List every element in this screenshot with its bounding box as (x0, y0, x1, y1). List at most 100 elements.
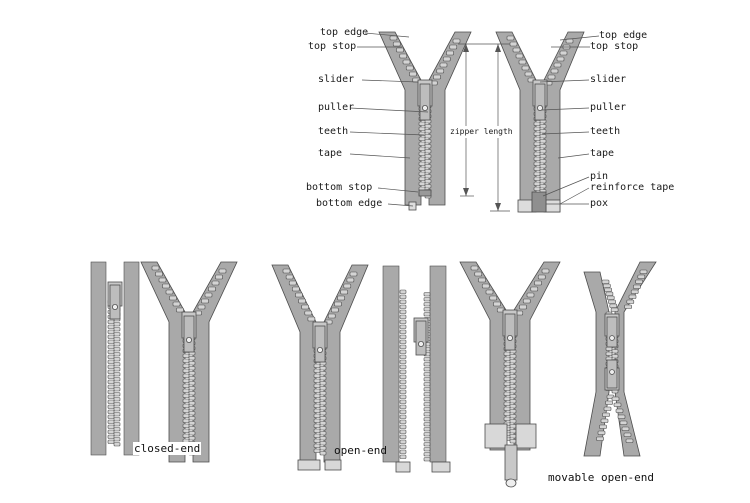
tooth (346, 277, 355, 283)
tooth (533, 166, 541, 171)
tooth (188, 406, 196, 411)
tooth (424, 129, 432, 134)
tooth (418, 151, 426, 156)
leader-line-right (542, 176, 590, 197)
tooth (405, 65, 414, 71)
arrow-head (463, 44, 469, 52)
tooth (442, 56, 451, 62)
tooth (313, 403, 321, 408)
tooth (182, 363, 190, 368)
tooth (343, 283, 352, 289)
tooth (533, 141, 541, 146)
label-teeth-left: teeth (318, 126, 349, 137)
tooth (610, 307, 619, 312)
tooth (399, 444, 407, 449)
tooth (313, 428, 321, 433)
leader-line-left (349, 107, 429, 113)
caption-closed-end: closed-end (133, 442, 202, 455)
tooth (423, 422, 431, 427)
tooth (182, 403, 190, 408)
tooth (489, 295, 498, 301)
tooth (107, 374, 115, 379)
tooth (559, 50, 568, 56)
tooth (182, 368, 190, 373)
tooth (113, 407, 121, 412)
tooth (423, 392, 431, 397)
tooth (553, 62, 562, 68)
tooth (197, 304, 206, 310)
tooth (107, 379, 115, 384)
tooth (399, 384, 407, 389)
tooth (399, 374, 407, 379)
tooth (319, 416, 327, 421)
tooth (399, 324, 407, 329)
tooth (423, 457, 431, 462)
puller-hole (417, 340, 424, 347)
tooth (319, 371, 327, 376)
tooth (182, 413, 190, 418)
tooth (515, 53, 524, 59)
tooth (282, 268, 291, 274)
tooth (399, 379, 407, 384)
tooth (399, 289, 407, 294)
tooth (113, 347, 121, 352)
tooth (518, 59, 527, 65)
reinforce-tape-right (545, 199, 561, 213)
tooth (539, 159, 547, 164)
label-pin-right: pin (590, 171, 609, 182)
tooth (423, 427, 431, 432)
tooth (182, 428, 190, 433)
tooth (313, 373, 321, 378)
tooth (621, 426, 630, 431)
tooth (107, 439, 115, 444)
tooth (503, 351, 511, 356)
tooth (424, 144, 432, 149)
tooth (503, 401, 511, 406)
tooth (605, 346, 613, 351)
tooth (423, 312, 431, 317)
label-slider-left: slider (318, 74, 355, 85)
leader-line-right (559, 187, 590, 205)
tooth (399, 414, 407, 419)
tooth (602, 412, 610, 417)
tooth (107, 344, 115, 349)
tape-left (140, 261, 186, 463)
tape-open-a (382, 265, 400, 463)
label-pox-right: pox (590, 198, 609, 209)
tooth (188, 411, 196, 416)
tooth (533, 186, 541, 191)
tooth (619, 420, 628, 425)
tooth (319, 436, 327, 441)
tooth (539, 139, 547, 144)
tooth (424, 179, 432, 184)
tooth (313, 423, 321, 428)
tooth (182, 423, 190, 428)
tooth (188, 426, 196, 431)
tooth (396, 47, 404, 53)
tooth (399, 419, 407, 424)
label-bottom-stop-left: bottom stop (306, 182, 373, 193)
tooth (509, 374, 517, 379)
tooth (402, 59, 411, 65)
puller (504, 313, 516, 351)
tooth (533, 161, 541, 166)
tooth (474, 271, 483, 277)
tooth (424, 184, 432, 189)
tooth (113, 392, 121, 397)
tooth (313, 383, 321, 388)
tooth (603, 406, 612, 411)
tooth (539, 179, 547, 184)
tooth (604, 287, 612, 292)
tooth (439, 62, 448, 68)
tooth (600, 418, 609, 423)
label-teeth-right: teeth (590, 126, 621, 137)
tooth (319, 411, 327, 416)
tooth (509, 429, 517, 434)
tooth (423, 402, 431, 407)
label-top-stop-right: top stop (590, 41, 639, 52)
tooth (113, 432, 121, 437)
tooth (399, 334, 407, 339)
tooth (503, 396, 511, 401)
tooth (399, 454, 407, 459)
tooth (605, 291, 614, 296)
